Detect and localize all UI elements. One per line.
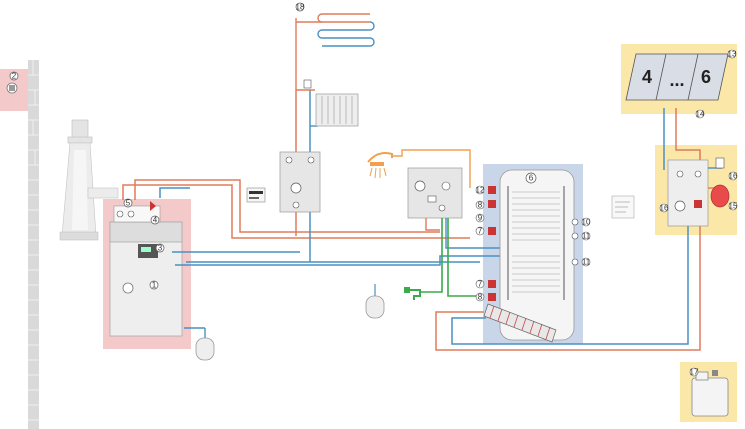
label-12: 12: [476, 186, 485, 195]
storage-cylinder: 6 10 11 11: [483, 169, 591, 343]
antifreeze-canister: 17: [690, 368, 729, 417]
label-8a: 8: [478, 201, 483, 210]
label-17: 17: [690, 368, 699, 377]
label-8b: 8: [478, 293, 483, 302]
cylinder-left-fittings: 12 8 9 7 7 8: [476, 186, 496, 302]
label-15: 15: [729, 202, 738, 211]
boiler-pump-icon: [150, 201, 156, 211]
label-18: 18: [296, 3, 305, 12]
label-6: 6: [529, 174, 534, 183]
label-10: 10: [582, 218, 591, 227]
wall: [28, 60, 39, 429]
dhw-expansion-vessel: [365, 284, 385, 319]
label-16b: 16: [729, 172, 738, 181]
label-13: 13: [728, 50, 737, 59]
cold-water-pipes: [420, 218, 480, 297]
tap-icon: [404, 287, 421, 300]
label-2: 2: [12, 72, 17, 81]
label-4: 4: [153, 216, 158, 225]
label-7b: 7: [478, 280, 483, 289]
dhw-module: [392, 149, 500, 249]
label-3: 3: [158, 244, 163, 253]
label-11b: 11: [582, 258, 591, 267]
boiler-expansion-vessel: [184, 327, 215, 361]
solar-coil: [483, 303, 557, 343]
solar-panel-left-label: 4: [642, 67, 652, 87]
solar-expansion-vessel: 15: [708, 184, 738, 211]
label-9: 9: [478, 214, 483, 223]
solar-panel-mid-label: ...: [669, 70, 684, 90]
heating-module-left: [279, 90, 321, 262]
radiator: [296, 79, 359, 127]
shower-head-icon: [367, 152, 393, 179]
label-14: 14: [696, 110, 705, 119]
solar-panels: 4 ... 6 13 14: [625, 50, 737, 119]
solar-station: 16 16: [660, 157, 738, 227]
label-11a: 11: [582, 232, 591, 241]
label-7a: 7: [478, 227, 483, 236]
chimney-heater: 2: [6, 72, 19, 94]
label-16a: 16: [660, 204, 669, 213]
solar-controller-card: [611, 195, 635, 219]
floor-heating-loops: 18: [295, 3, 375, 90]
solar-panel-right-label: 6: [701, 67, 711, 87]
label-1: 1: [152, 281, 157, 290]
control-unit-card: [246, 187, 266, 203]
flue-chimney: [59, 119, 119, 241]
label-5: 5: [126, 199, 131, 208]
boiler: 1 3 5 4: [109, 199, 183, 337]
boiler-flow-pipes: [122, 179, 500, 266]
